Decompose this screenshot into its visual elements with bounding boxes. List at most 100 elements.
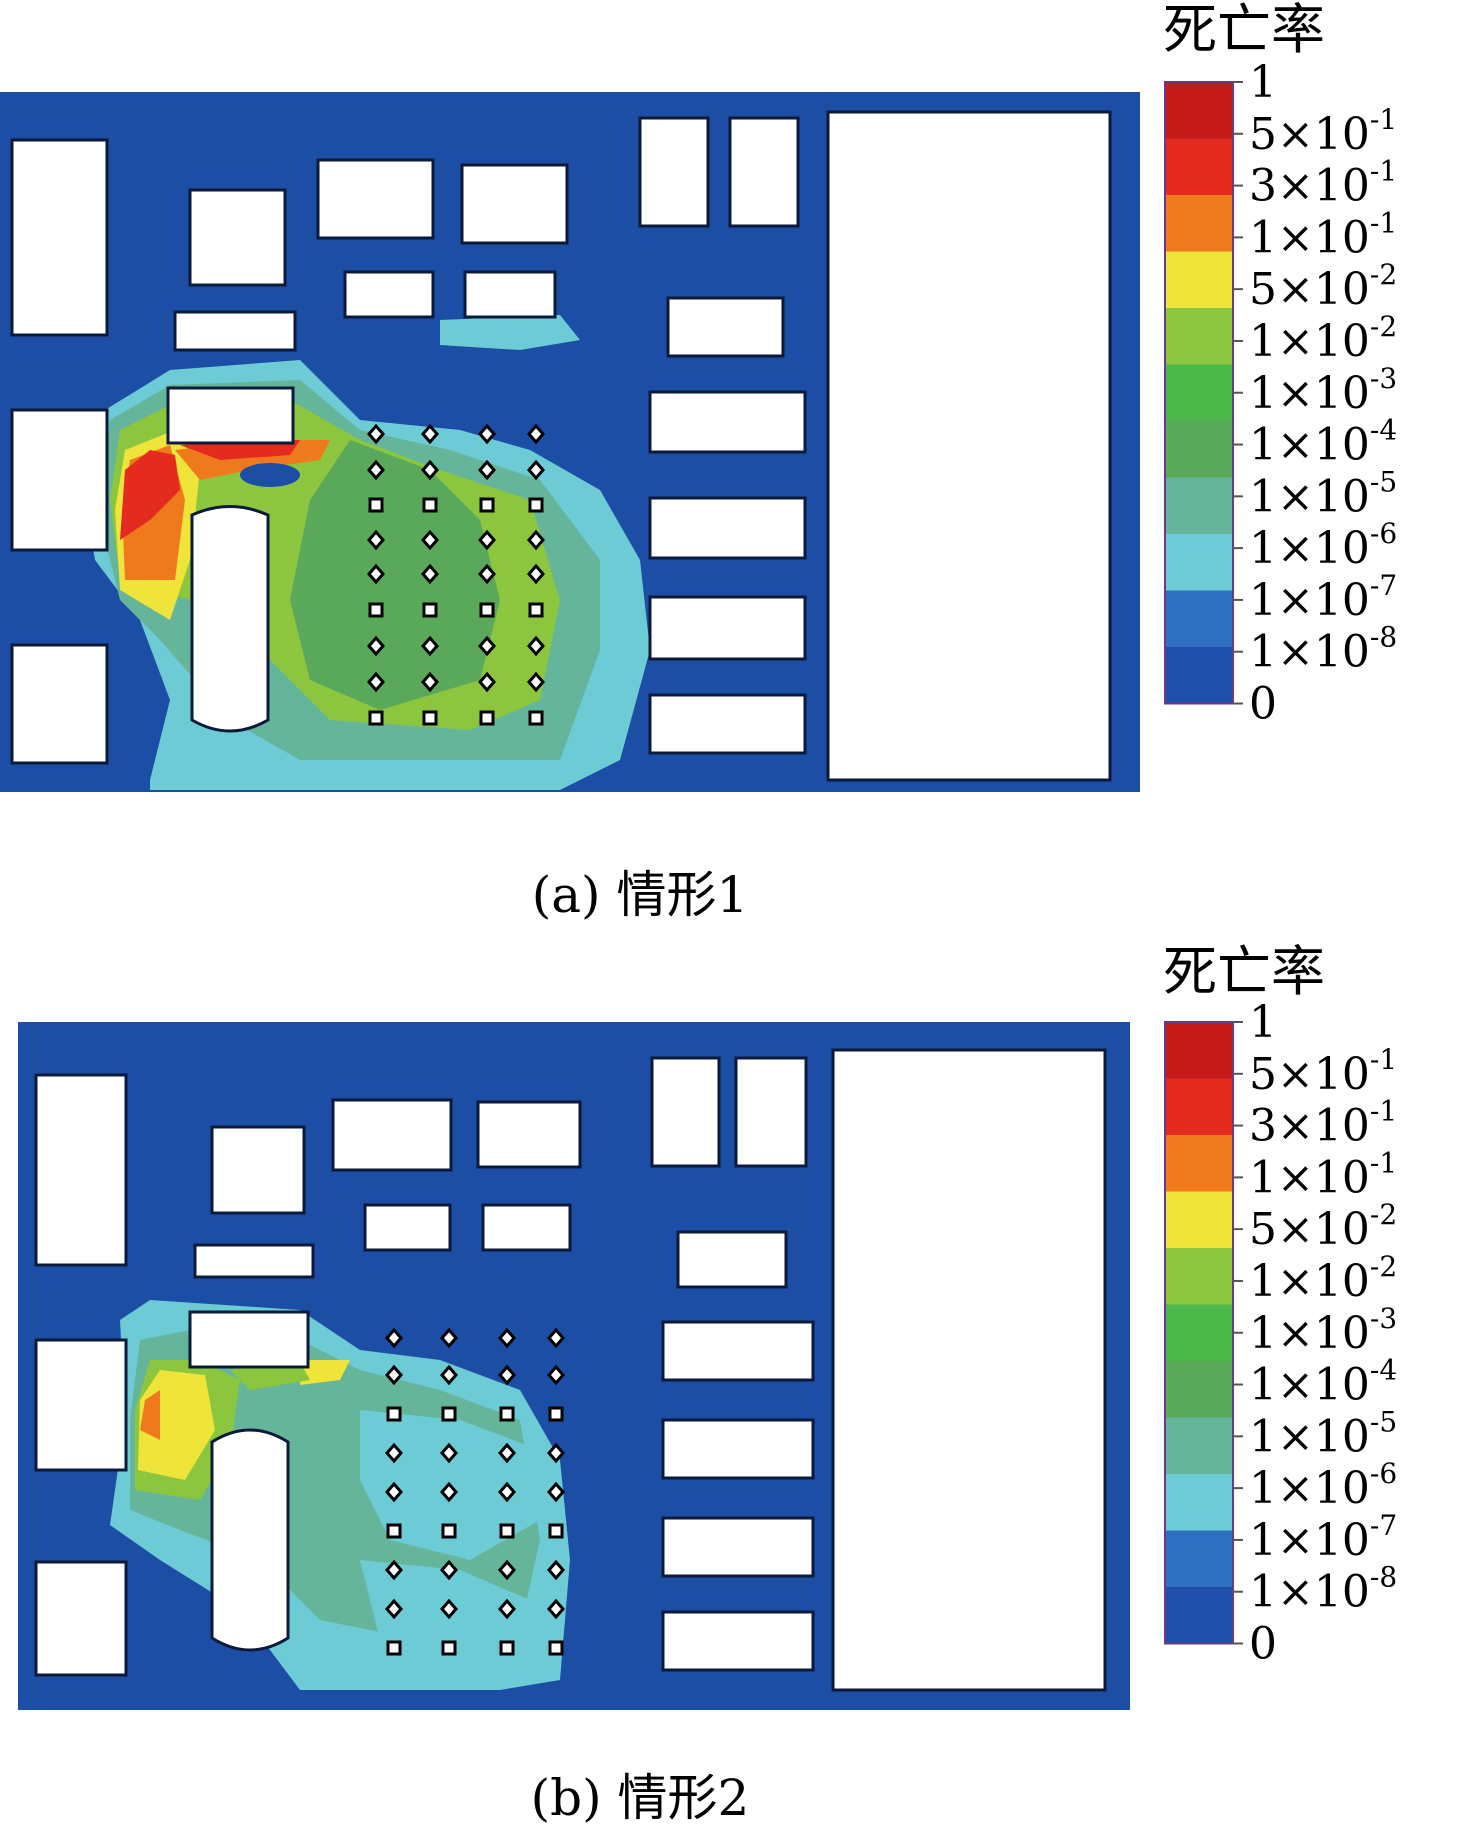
monitor-point-marker: [548, 1406, 564, 1422]
monitor-point-marker: [421, 423, 439, 445]
colorbar-segment: [1165, 1022, 1233, 1079]
colorbar-tick-label: 1×10-2: [1249, 1250, 1397, 1307]
monitor-point-marker: [498, 1559, 516, 1581]
colorbar-tick-label: 1×10-4: [1249, 1354, 1397, 1411]
monitor-point-marker: [441, 1406, 457, 1422]
monitor-point-marker: [527, 671, 545, 693]
panel-a: (a) 情形1: [0, 92, 1140, 924]
colorbar-segment: [1165, 138, 1233, 196]
monitor-point-marker: [422, 497, 438, 513]
building: [661, 1320, 815, 1382]
colorbar-a: 死亡率15×10-13×10-11×10-15×10-21×10-21×10-3…: [1163, 0, 1397, 730]
monitor-point-marker: [422, 710, 438, 726]
monitor-point-marker: [421, 459, 439, 481]
monitor-point-marker: [499, 1640, 515, 1656]
colorbar-tick-label: 1×10-5: [1249, 1405, 1397, 1462]
colorbar-tick-label: 5×10-1: [1249, 1043, 1397, 1100]
monitor-point-marker: [527, 423, 545, 445]
monitor-point-marker: [367, 635, 385, 657]
colorbar-title: 死亡率: [1163, 940, 1325, 1003]
caption-a: (a) 情形1: [532, 866, 749, 924]
monitor-point-marker: [527, 563, 545, 585]
colorbar-segment: [1165, 1361, 1233, 1418]
monitor-point-marker: [421, 529, 439, 551]
monitor-point-marker: [385, 1559, 403, 1581]
monitor-point-marker: [527, 529, 545, 551]
map-b: [18, 1022, 1130, 1710]
monitor-point-marker: [547, 1327, 565, 1349]
monitor-point-marker: [478, 563, 496, 585]
colorbar-segment: [1165, 647, 1233, 704]
monitor-point-marker: [441, 1640, 457, 1656]
building: [661, 1610, 815, 1672]
monitor-point-marker: [441, 1523, 457, 1539]
building: [648, 595, 807, 661]
colorbar-tick-label: 0: [1249, 679, 1277, 730]
monitor-point-marker: [367, 423, 385, 445]
storage-tank: [190, 505, 270, 733]
building: [210, 1125, 306, 1215]
monitor-point-marker: [478, 529, 496, 551]
storage-tank: [210, 1428, 290, 1652]
building: [650, 1056, 721, 1168]
colorbar-tick-label: 1×10-7: [1249, 1509, 1397, 1566]
colorbar-segment: [1165, 590, 1233, 648]
building: [331, 1098, 453, 1172]
colorbar-tick-label: 1×10-2: [1249, 310, 1397, 367]
building: [10, 643, 109, 765]
monitor-points: [367, 423, 545, 726]
colorbar-segment: [1165, 364, 1233, 422]
colorbar-segment: [1165, 1078, 1233, 1136]
building: [734, 1056, 808, 1168]
building: [463, 270, 557, 319]
monitor-point-marker: [385, 1598, 403, 1620]
building: [316, 158, 435, 240]
monitor-point-marker: [385, 1442, 403, 1464]
monitor-point-marker: [421, 563, 439, 585]
map-a: [0, 92, 1140, 792]
colorbar-tick-label: 5×10-2: [1249, 1198, 1397, 1255]
monitor-point-marker: [498, 1481, 516, 1503]
building: [728, 116, 800, 228]
building: [648, 496, 807, 560]
building: [188, 188, 287, 287]
colorbar-segment: [1165, 1417, 1233, 1475]
colorbar-tick-label: 1×10-3: [1249, 362, 1397, 419]
building: [34, 1073, 128, 1267]
monitor-point-marker: [440, 1559, 458, 1581]
building: [476, 1100, 582, 1169]
colorbar-tick-label: 5×10-2: [1249, 258, 1397, 315]
monitor-point-marker: [478, 671, 496, 693]
monitor-point-marker: [440, 1364, 458, 1386]
monitor-points: [385, 1327, 565, 1656]
building: [343, 270, 435, 319]
monitor-point-marker: [422, 602, 438, 618]
monitor-point-marker: [421, 635, 439, 657]
monitor-point-marker: [547, 1442, 565, 1464]
colorbar-segment: [1165, 1135, 1233, 1192]
building: [831, 1048, 1107, 1692]
monitor-point-marker: [498, 1442, 516, 1464]
colorbar-tick-label: 1×10-1: [1249, 1146, 1397, 1203]
colorbar-tick-label: 1×10-5: [1249, 465, 1397, 522]
building: [34, 1338, 128, 1472]
monitor-point-marker: [478, 423, 496, 445]
colorbar-segment: [1165, 251, 1233, 309]
colorbar-tick-label: 3×10-1: [1249, 1095, 1397, 1152]
colorbar-tick-label: 1×10-8: [1249, 621, 1397, 678]
monitor-point-marker: [440, 1442, 458, 1464]
colorbar-segment: [1165, 82, 1233, 139]
colorbar-segment: [1165, 477, 1233, 535]
colorbar-segment: [1165, 1304, 1233, 1362]
monitor-point-marker: [528, 602, 544, 618]
monitor-point-marker: [385, 1481, 403, 1503]
colorbar-tick-label: 1×10-8: [1249, 1561, 1397, 1618]
building: [661, 1516, 815, 1578]
monitor-point-marker: [528, 497, 544, 513]
building: [188, 1310, 310, 1369]
building: [166, 386, 295, 445]
building: [363, 1203, 452, 1252]
building: [34, 1560, 128, 1677]
monitor-point-marker: [440, 1598, 458, 1620]
